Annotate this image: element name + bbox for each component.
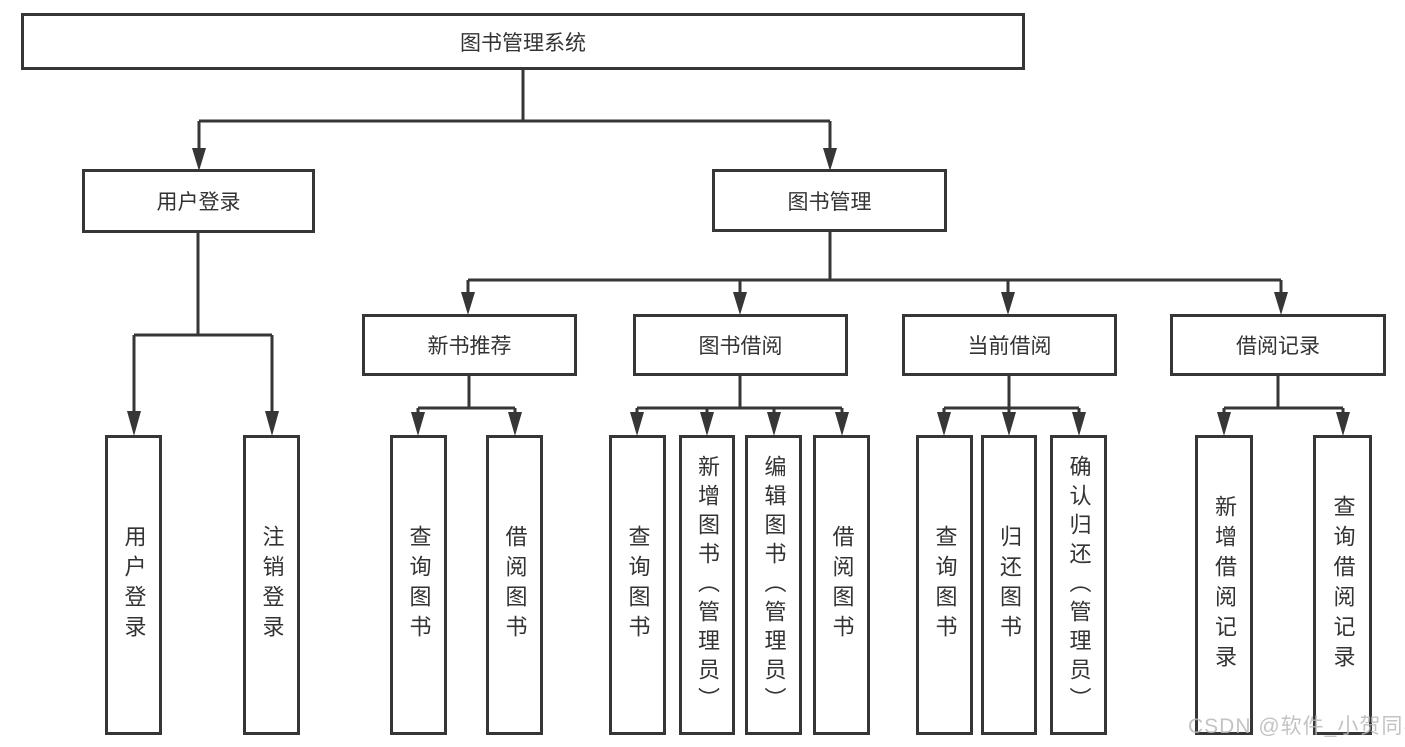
leaf-query-books-2: 查询图书 (609, 435, 666, 735)
node-user-login: 用户登录 (82, 169, 315, 233)
leaf-confirm-return-admin: 确认归还（管理员） (1050, 435, 1107, 735)
leaf-user-login: 用户登录 (105, 435, 162, 735)
leaf-add-borrow-record: 新增借阅记录 (1195, 435, 1253, 735)
leaf-query-borrow-record: 查询借阅记录 (1313, 435, 1372, 735)
leaf-borrow-books-2: 借阅图书 (813, 435, 870, 735)
node-borrowing-records: 借阅记录 (1170, 314, 1386, 376)
node-root-system: 图书管理系统 (21, 13, 1025, 70)
leaf-borrow-books-1: 借阅图书 (486, 435, 543, 735)
leaf-add-books-admin: 新增图书（管理员） (679, 435, 735, 735)
node-new-book-recommend: 新书推荐 (362, 314, 577, 376)
node-book-management: 图书管理 (712, 169, 947, 232)
leaf-logout: 注销登录 (243, 435, 300, 735)
leaf-query-books-3: 查询图书 (916, 435, 973, 735)
leaf-return-books: 归还图书 (981, 435, 1037, 735)
csdn-watermark: CSDN @软件_小贺同学 (1188, 715, 1405, 738)
node-book-borrowing: 图书借阅 (633, 314, 848, 376)
node-current-borrowing: 当前借阅 (902, 314, 1117, 376)
leaf-query-books-1: 查询图书 (390, 435, 447, 735)
leaf-edit-books-admin: 编辑图书（管理员） (745, 435, 802, 735)
